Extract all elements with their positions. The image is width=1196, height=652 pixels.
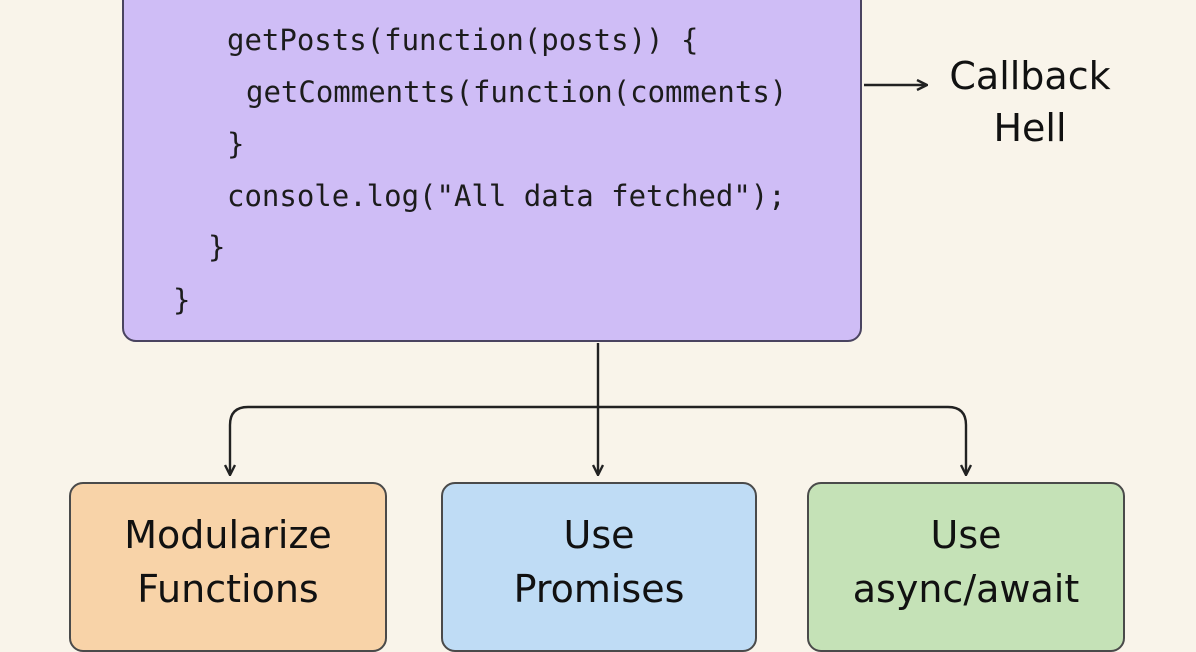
modularize-line1: Modularize [124,513,332,557]
callback-hell-line2: Hell [993,106,1067,150]
async-line1: Use [930,513,1002,557]
code-line: console.log("All data fetched"); [227,179,786,213]
connector-arrows [0,0,1196,628]
code-line: getPosts(function(posts)) { [227,23,699,57]
code-line: } [173,283,191,317]
callback-hell-label: Callback Hell [930,50,1130,154]
async-line2: async/await [852,567,1080,611]
promises-line2: Promises [513,567,685,611]
branch-left-arrow [230,405,598,474]
use-promises-box: Use Promises [441,482,757,652]
code-line: } [227,127,245,161]
modularize-functions-box: Modularize Functions [69,482,387,652]
use-async-await-box: Use async/await [807,482,1125,652]
promises-line1: Use [563,513,635,557]
branch-right-arrow [598,405,966,474]
callback-hell-line1: Callback [949,54,1111,98]
code-line: getCommentts(function(comments) [246,75,788,109]
code-block: getPosts(function(posts)) { getCommentts… [122,0,862,342]
modularize-line2: Functions [137,567,319,611]
code-line: } [208,230,226,264]
